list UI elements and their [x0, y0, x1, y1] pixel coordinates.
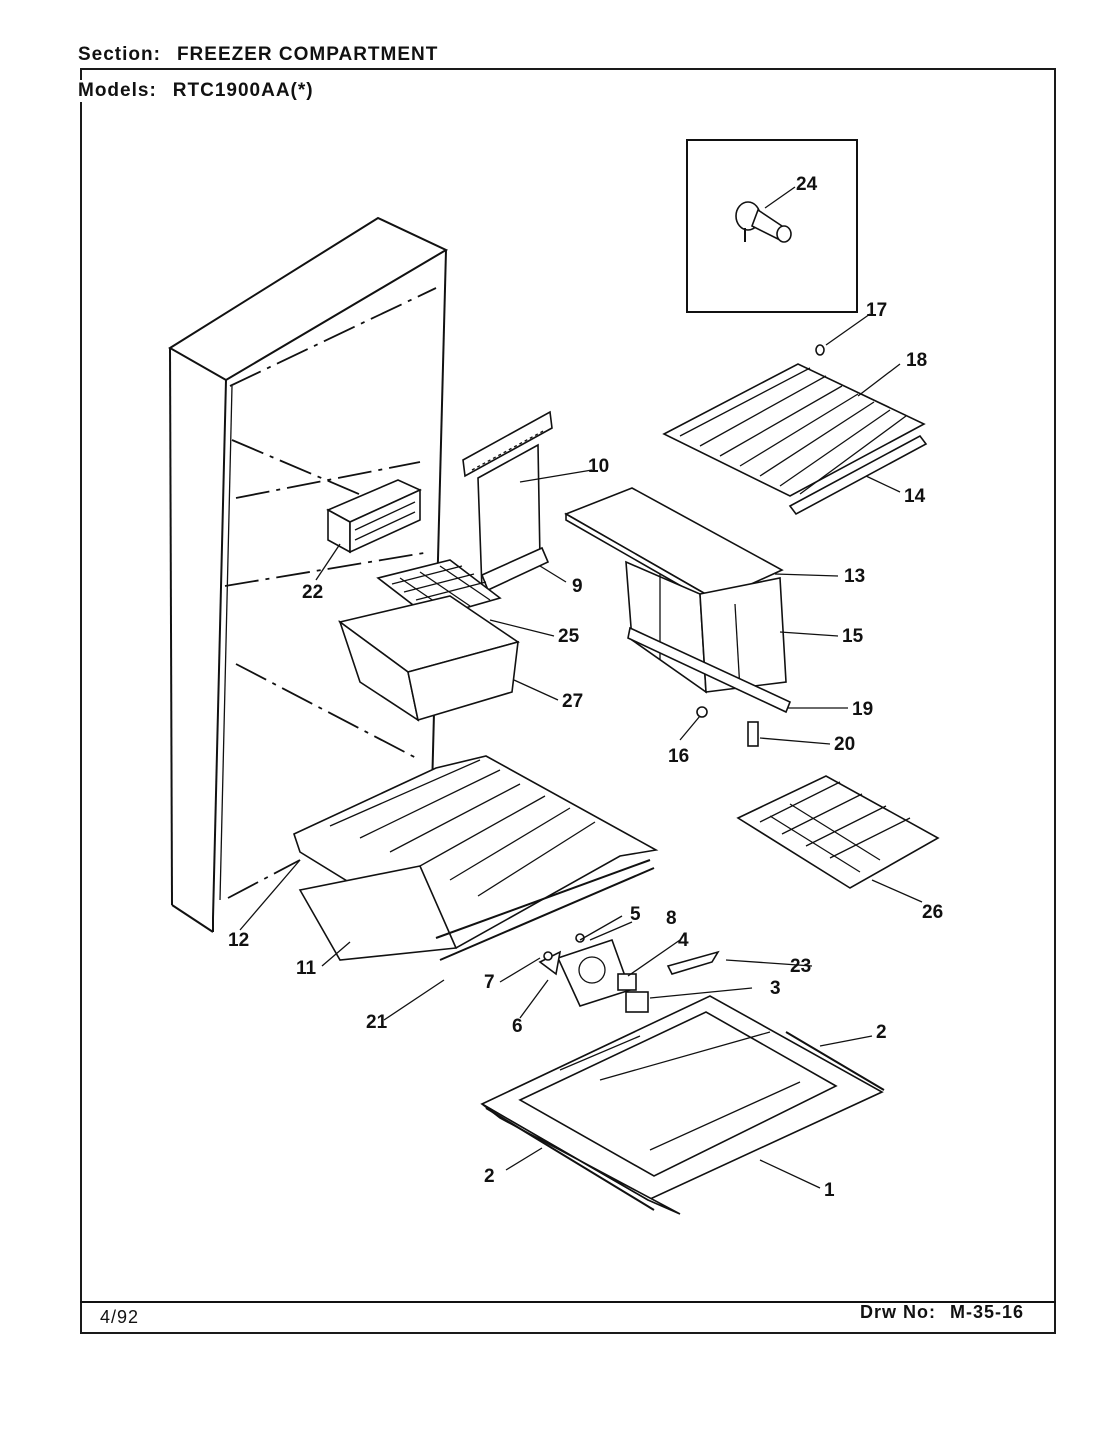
part-20-screw — [747, 721, 759, 747]
callout-labels: 24 17 18 14 10 9 13 15 19 20 16 25 27 22… — [228, 174, 943, 1201]
callout-6: 6 — [512, 1016, 523, 1037]
callout-10: 10 — [588, 456, 609, 477]
callout-7: 7 — [484, 972, 495, 993]
drawing-number-label: Drw No: — [860, 1302, 936, 1322]
callout-26: 26 — [922, 902, 943, 923]
part-21-rail — [439, 867, 655, 961]
callout-9: 9 — [572, 576, 583, 597]
part-23-insulation — [666, 950, 720, 975]
inset-part-24 — [686, 139, 858, 313]
drawing-frame — [80, 68, 1056, 1334]
section-value: FREEZER COMPARTMENT — [176, 44, 439, 65]
callout-19: 19 — [852, 699, 873, 720]
callout-15: 15 — [842, 626, 864, 647]
callout-27: 27 — [562, 691, 583, 712]
callout-11: 11 — [296, 958, 317, 979]
callout-13: 13 — [844, 566, 865, 587]
part-17-stop — [815, 344, 825, 356]
callout-3: 3 — [770, 978, 781, 999]
revision-date: 4/92 — [100, 1307, 140, 1327]
callout-4: 4 — [678, 930, 689, 951]
callout-2-left: 2 — [484, 1166, 495, 1187]
callout-8: 8 — [666, 908, 677, 929]
callout-5: 5 — [630, 904, 641, 925]
part-12-freezer-floor — [293, 755, 659, 961]
part-19-shelf-rail — [627, 626, 792, 714]
callout-24: 24 — [796, 174, 818, 195]
callout-12: 12 — [228, 930, 249, 951]
callout-23: 23 — [790, 956, 811, 977]
callout-2-right: 2 — [876, 1022, 887, 1043]
callout-20: 20 — [834, 734, 855, 755]
callout-25: 25 — [558, 626, 580, 647]
part-3-motor-mount — [625, 991, 649, 1013]
models-heading: Models: RTC1900AA(*) — [78, 80, 320, 102]
part-2-rail-right — [785, 1031, 885, 1091]
drawing-number-value: M-35-16 — [950, 1302, 1025, 1322]
part-18-wire-shelf — [662, 363, 926, 497]
part-26-wire-basket — [736, 775, 940, 889]
models-label: Models: — [78, 80, 157, 101]
section-heading: Section: FREEZER COMPARTMENT — [78, 44, 438, 66]
callout-1: 1 — [824, 1180, 835, 1201]
part-7-fan-hub — [543, 951, 553, 961]
callout-17: 17 — [866, 300, 887, 321]
callout-16: 16 — [668, 746, 689, 767]
part-22-ice-maker — [326, 479, 422, 554]
leader-lines — [239, 186, 923, 1189]
callout-14: 14 — [904, 486, 926, 507]
part-1-base-pan — [480, 995, 884, 1215]
callout-18: 18 — [906, 350, 927, 371]
part-27-storage-bin — [338, 595, 520, 722]
part-2-rail-left — [485, 1107, 655, 1211]
part-4-motor — [617, 973, 637, 991]
callout-21: 21 — [366, 1012, 388, 1033]
part-9-air-duct — [462, 410, 553, 592]
section-label: Section: — [78, 44, 161, 65]
drawing-number-block: Drw No: M-35-16 — [860, 1302, 1024, 1323]
models-value: RTC1900AA(*) — [172, 80, 314, 101]
part-8-fan-bracket — [556, 938, 632, 1007]
part-16-clip — [696, 706, 708, 718]
part-14-shelf-trim — [788, 434, 928, 516]
callout-22: 22 — [302, 582, 323, 603]
